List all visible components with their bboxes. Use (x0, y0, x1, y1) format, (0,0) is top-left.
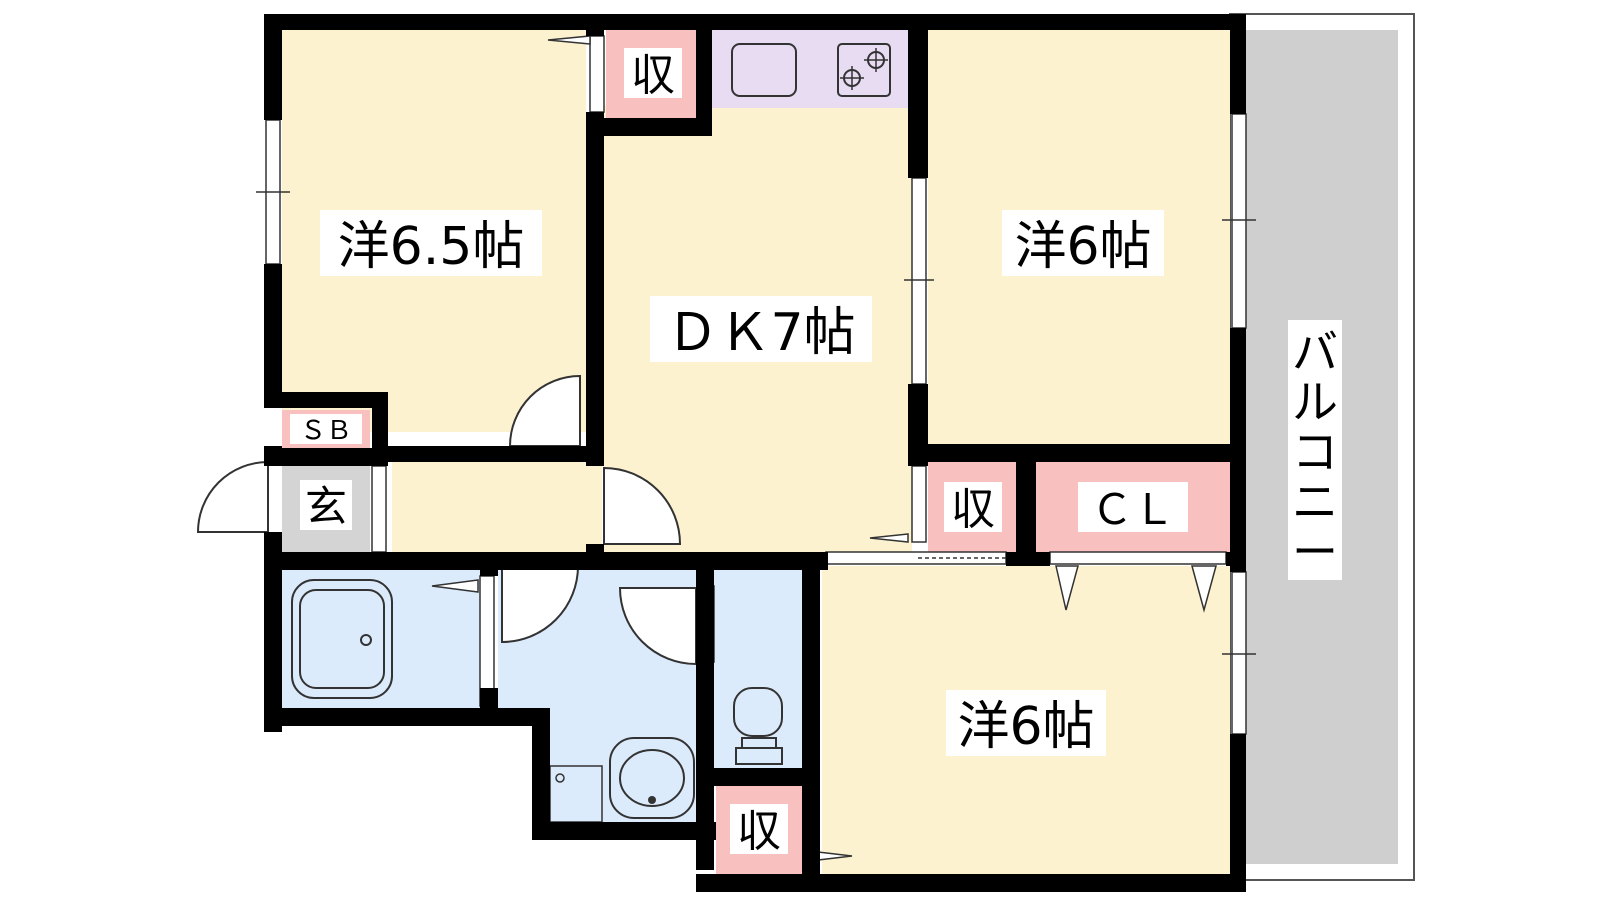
closet-door-rail (1049, 551, 1227, 565)
room-label-western-right-top: 洋6帖 (1014, 217, 1151, 277)
balcony: バ ル コ ニ ー (1229, 13, 1415, 881)
kitchen-sink-icon (731, 43, 797, 97)
window-dk (911, 177, 927, 385)
labels: 洋6.5帖 ＤＫ7帖 洋6帖 洋6帖 収 収 収 ＣＬ ＳＢ 玄 (290, 48, 1188, 857)
balcony-char-2: ル (1292, 375, 1338, 429)
balcony-char-3: コ (1292, 425, 1338, 479)
balcony-char-4: ニ (1292, 475, 1338, 529)
storage-label-mid: 収 (951, 484, 995, 535)
toilet-door (618, 587, 697, 666)
western-left-door (508, 374, 581, 447)
room-label-dk: ＤＫ7帖 (666, 303, 855, 363)
room-label-western-left: 洋6.5帖 (338, 217, 525, 277)
dk-door (603, 466, 682, 545)
hallway-fill (392, 462, 602, 552)
doors (196, 374, 697, 666)
stove-icon (837, 43, 891, 97)
balcony-char-1: バ (1292, 325, 1338, 379)
closet-label: ＣＬ (1091, 485, 1175, 534)
room-label-western-right-bottom: 洋6帖 (957, 697, 1094, 757)
sliding-door-rail (825, 551, 1007, 565)
toilet-icon (733, 687, 783, 765)
storage-label-bottom: 収 (737, 806, 781, 857)
window-right-bottom (1231, 571, 1247, 735)
window-storage-top (589, 35, 605, 113)
bathtub-icon (291, 579, 393, 699)
fixtures (291, 43, 891, 823)
balcony-char-5: ー (1292, 525, 1338, 579)
entrance-label: 玄 (305, 482, 347, 531)
storage-label-top: 収 (631, 50, 675, 101)
window-right-top (1231, 113, 1247, 329)
walls (264, 14, 1246, 892)
window-storage-mid (911, 465, 927, 543)
window-bath (479, 575, 495, 707)
washroom-door (501, 565, 580, 644)
window-entrance (371, 465, 387, 553)
shoe-box-label: ＳＢ (300, 416, 352, 446)
entrance-door (196, 460, 269, 533)
